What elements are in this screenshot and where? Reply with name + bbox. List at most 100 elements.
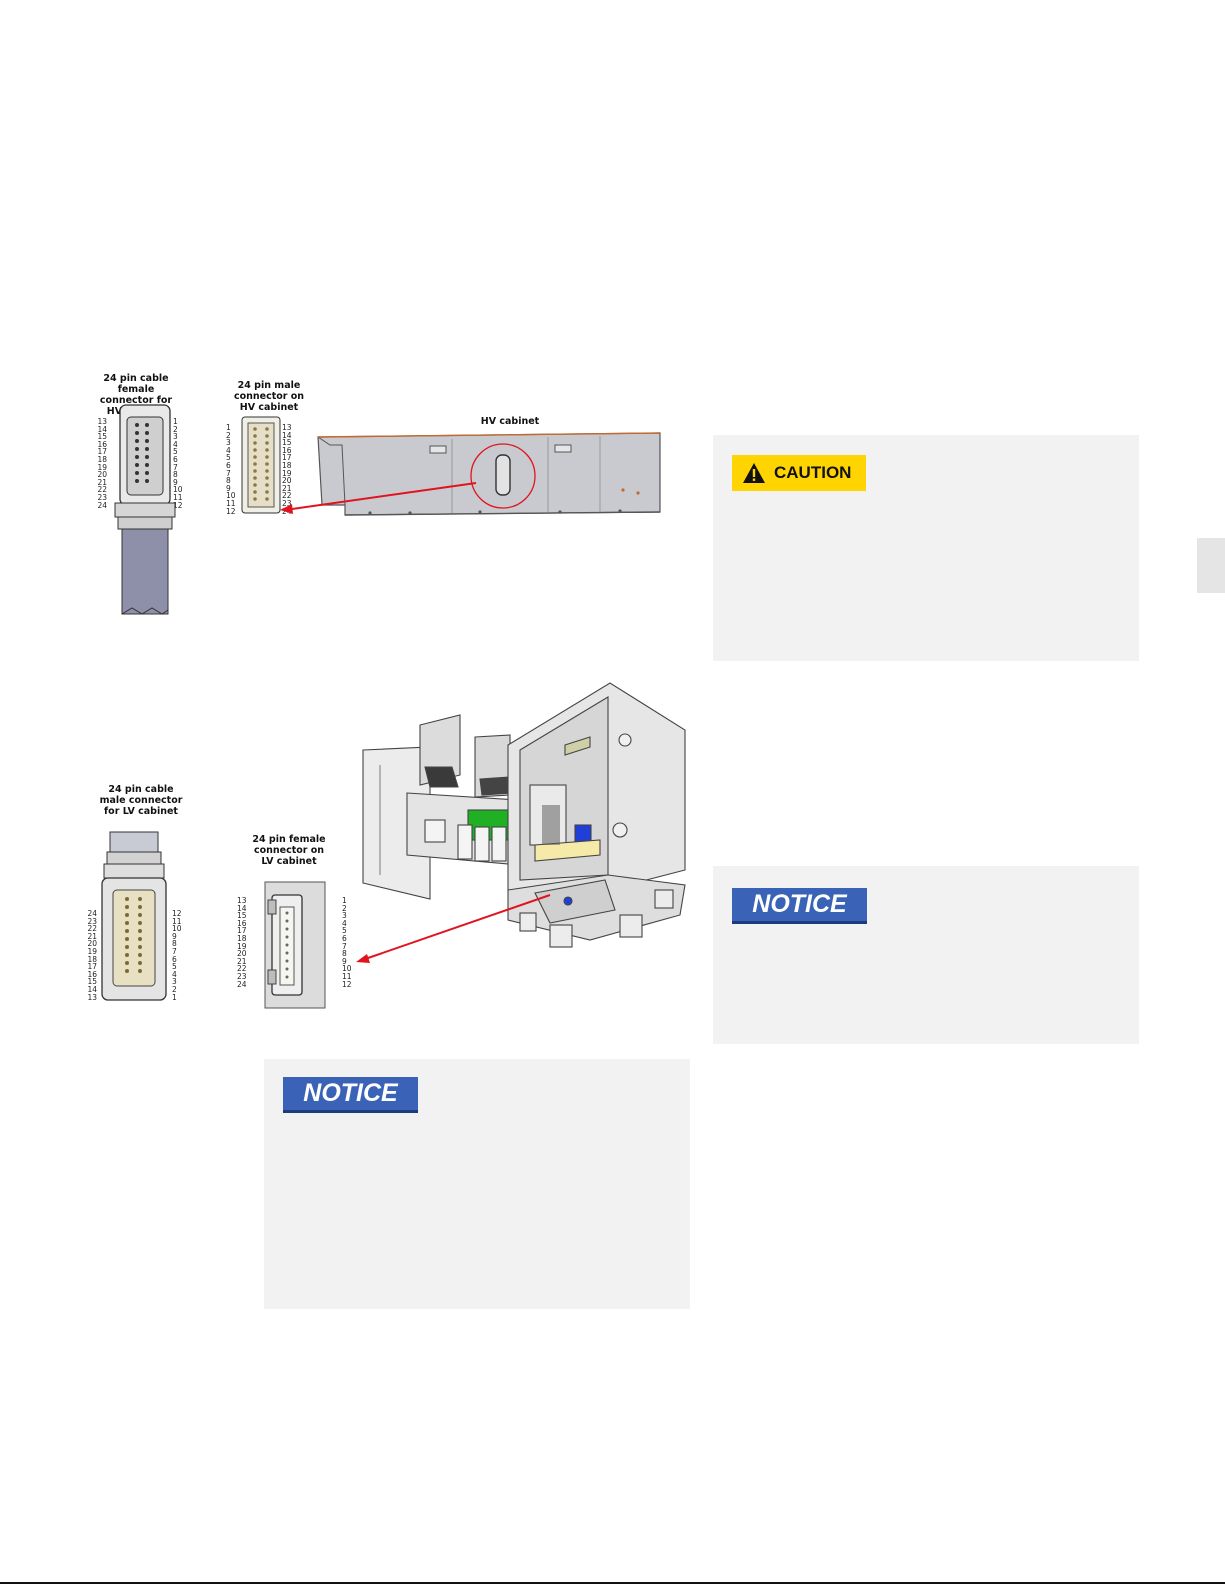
hv-cabinet-body bbox=[317, 432, 661, 516]
pin-number: 10 bbox=[172, 924, 182, 934]
pin-number: 4 bbox=[342, 918, 347, 928]
pin-number: 8 bbox=[173, 470, 178, 480]
pin-number: 1 bbox=[173, 417, 178, 426]
pin-number: 3 bbox=[172, 977, 177, 987]
hv-cabinet-label: HV cabinet bbox=[480, 416, 540, 427]
pin-number: 2 bbox=[172, 984, 177, 994]
pin-number: 14 bbox=[87, 984, 97, 994]
pin-number: 5 bbox=[172, 962, 177, 972]
caution-panel: CAUTION bbox=[713, 435, 1139, 661]
lv-female-panel-connector bbox=[264, 881, 326, 1009]
hv-figure: 24 pin cable female connector for HV cab… bbox=[80, 365, 680, 625]
hv-male-panel-connector bbox=[241, 416, 281, 514]
lv-figure: 24 pin cable male connector for LV cabin… bbox=[80, 675, 690, 1015]
pin-number: 5 bbox=[342, 926, 347, 936]
pin-number: 21 bbox=[97, 477, 107, 487]
pin-number: 2 bbox=[173, 424, 178, 434]
pin-number: 15 bbox=[237, 911, 247, 921]
pin-number: 10 bbox=[226, 491, 236, 501]
pin-number: 24 bbox=[237, 979, 247, 989]
pin-number: 10 bbox=[342, 964, 352, 974]
hv-female-cable-connector bbox=[114, 404, 176, 615]
pin-number: 11 bbox=[226, 498, 236, 508]
pin-number: 19 bbox=[97, 462, 107, 472]
pin-number: 13 bbox=[237, 896, 247, 905]
pin-number: 17 bbox=[87, 962, 97, 972]
lv-male-cable-label: 24 pin cable male connector for LV cabin… bbox=[99, 784, 183, 817]
pin-number: 22 bbox=[97, 485, 107, 495]
pin-number: 6 bbox=[342, 933, 347, 943]
pin-number: 18 bbox=[87, 954, 97, 964]
pin-number: 19 bbox=[282, 468, 292, 478]
pin-number: 24 bbox=[97, 500, 107, 510]
pin-number: 21 bbox=[237, 956, 247, 966]
pin-number: 13 bbox=[97, 417, 107, 426]
pin-number: 18 bbox=[282, 460, 292, 470]
pin-number: 19 bbox=[87, 946, 97, 956]
pin-number: 10 bbox=[173, 485, 183, 495]
pin-number: 4 bbox=[226, 445, 231, 455]
pin-number: 14 bbox=[237, 903, 247, 913]
notice-tag-bottom: NOTICE bbox=[283, 1077, 418, 1113]
pin-number: 8 bbox=[172, 939, 177, 949]
pin-number: 17 bbox=[282, 453, 292, 463]
pin-number: 21 bbox=[87, 931, 97, 941]
pin-number: 7 bbox=[172, 946, 177, 956]
pin-number: 3 bbox=[342, 911, 347, 921]
pin-number: 20 bbox=[87, 939, 97, 949]
pin-number: 16 bbox=[97, 439, 107, 449]
pin-number: 1 bbox=[226, 423, 231, 432]
pin-number: 6 bbox=[226, 460, 231, 470]
pin-number: 11 bbox=[172, 916, 182, 926]
pin-number: 22 bbox=[282, 491, 292, 501]
pin-number: 1 bbox=[172, 992, 177, 1002]
pin-number: 9 bbox=[172, 931, 177, 941]
pin-number: 2 bbox=[342, 903, 347, 913]
pin-number: 4 bbox=[172, 969, 177, 979]
pin-number: 14 bbox=[97, 424, 107, 434]
chapter-side-tab bbox=[1197, 538, 1225, 593]
pin-number: 7 bbox=[342, 941, 347, 951]
pin-number: 23 bbox=[282, 498, 292, 508]
pin-number: 12 bbox=[173, 500, 183, 510]
pin-number: 6 bbox=[172, 954, 177, 964]
lv-connector-drawing bbox=[101, 682, 686, 1009]
pin-number: 21 bbox=[282, 483, 292, 493]
pin-number: 8 bbox=[342, 949, 347, 959]
pin-number: 15 bbox=[282, 438, 292, 448]
pin-number: 23 bbox=[87, 916, 97, 926]
pin-number: 1 bbox=[342, 896, 347, 905]
pin-number: 20 bbox=[237, 949, 247, 959]
pin-number: 20 bbox=[282, 476, 292, 486]
pin-number: 3 bbox=[173, 432, 178, 442]
pin-number: 15 bbox=[97, 432, 107, 442]
pin-number: 16 bbox=[237, 918, 247, 928]
pin-number: 3 bbox=[226, 438, 231, 448]
pin-number: 4 bbox=[173, 439, 178, 449]
pin-number: 19 bbox=[237, 941, 247, 951]
notice-panel-right: NOTICE bbox=[713, 866, 1139, 1044]
pin-number: 7 bbox=[226, 468, 231, 478]
pin-number: 15 bbox=[87, 977, 97, 987]
pin-number: 17 bbox=[97, 447, 107, 457]
caution-tag: CAUTION bbox=[732, 455, 866, 491]
pin-number: 22 bbox=[87, 924, 97, 934]
pin-number: 12 bbox=[172, 909, 182, 918]
hv-male-panel-label: 24 pin male connector on HV cabinet bbox=[233, 380, 305, 413]
pin-number: 20 bbox=[97, 470, 107, 480]
lv-male-cable-connector bbox=[101, 831, 167, 1001]
pin-number: 23 bbox=[237, 971, 247, 981]
pin-number: 22 bbox=[237, 964, 247, 974]
lv-cabinet-body bbox=[362, 682, 686, 948]
pin-number: 14 bbox=[282, 430, 292, 440]
pin-number: 2 bbox=[226, 430, 231, 440]
warning-triangle-icon bbox=[743, 463, 765, 483]
notice-panel-bottom: NOTICE bbox=[264, 1059, 690, 1309]
notice-tag-right: NOTICE bbox=[732, 888, 867, 924]
